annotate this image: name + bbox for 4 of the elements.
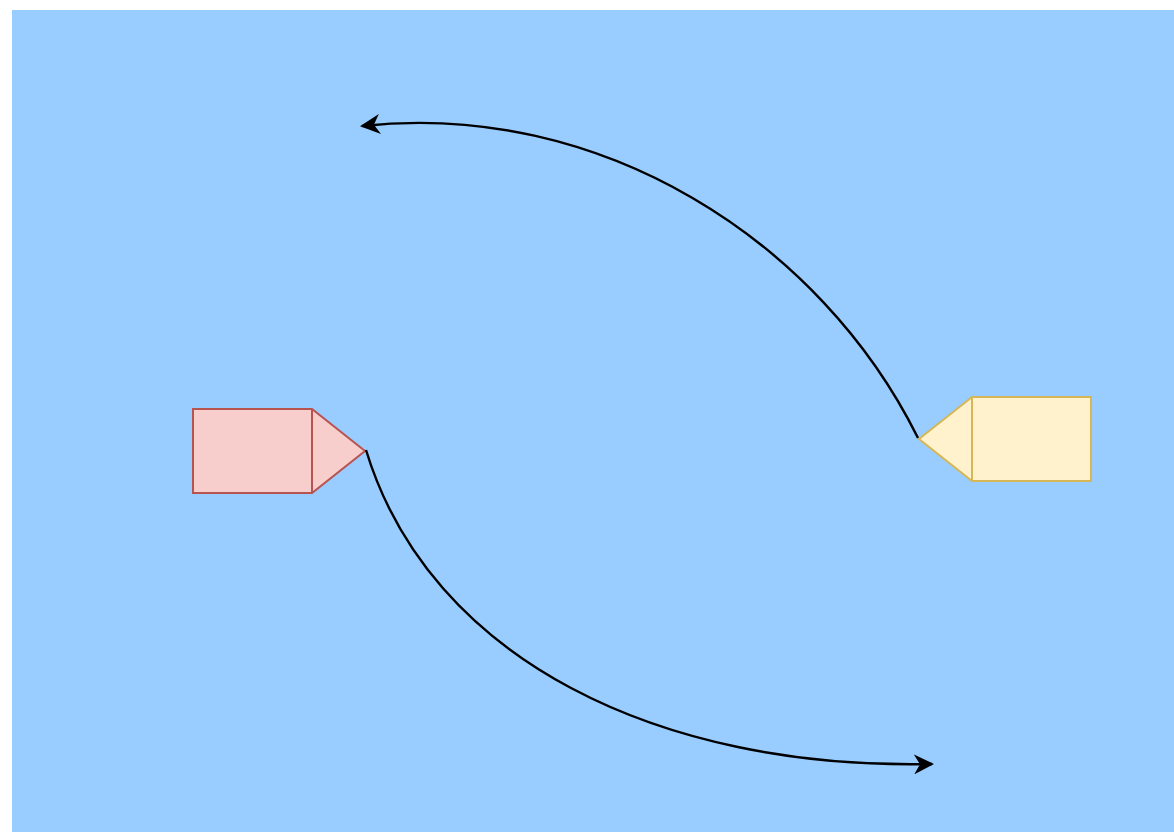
arrow-shape bbox=[192, 408, 366, 494]
curved-arrow bbox=[360, 115, 920, 439]
arrow-shape bbox=[918, 396, 1092, 482]
curved-arrow bbox=[364, 449, 934, 774]
